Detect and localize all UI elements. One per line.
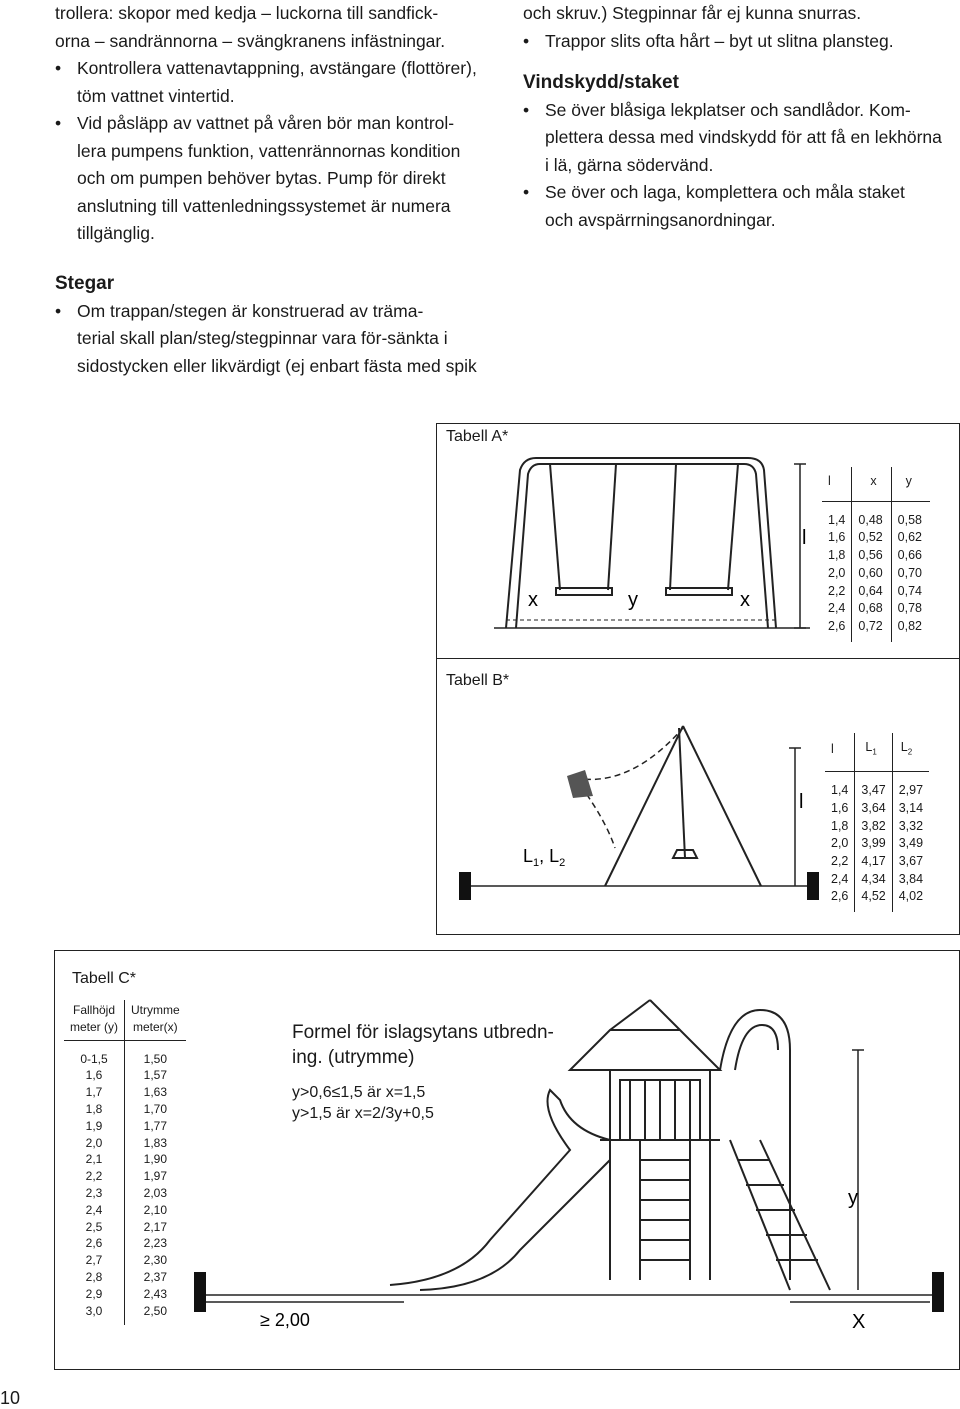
bullet-item: Se över blåsiga lekplatser och sandlådor… (523, 97, 953, 180)
stegar-section: Stegar Om trappan/stegen är konstruerad … (55, 270, 495, 380)
label-l: l (802, 527, 806, 549)
label-x: X (852, 1311, 865, 1333)
label-x-left: x (528, 589, 538, 611)
label-x-right: x (740, 589, 750, 611)
text-line: orna – sandrännorna – svängkranens infäs… (55, 30, 446, 51)
left-column: trollera: skopor med kedja – luckorna ti… (55, 0, 495, 248)
tabell-b-title: Tabell B* (446, 672, 510, 689)
text-line: och skruv.) Stegpinnar får ej kunna snur… (523, 3, 862, 23)
header-x: x (851, 467, 892, 502)
tabell-a-title: Tabell A* (446, 428, 509, 445)
header-l: l (825, 733, 855, 773)
bullet-item: Om trappan/stegen är konstruerad av träm… (55, 298, 495, 381)
text-line: trollera: skopor med kedja – luckorna ti… (55, 3, 439, 23)
swing-arc-diagram: L1, L2 l (459, 725, 819, 900)
play-structure-diagram: ≥ 2,00 y X (194, 999, 944, 1333)
divider (436, 658, 960, 659)
bullet-item: Kontrollera vattenavtappning, avstängare… (55, 55, 495, 110)
vindskydd-heading: Vindskydd/staket (523, 72, 679, 93)
label-y: y (848, 1187, 858, 1209)
formula-title: Formel för islagsytans utbredn- ing. (ut… (292, 1022, 554, 1068)
header-y: y (890, 467, 930, 502)
label-l: l (799, 791, 803, 813)
tabell-c-title: Tabell C* (72, 970, 137, 987)
bullet-item: Trappor slits ofta hårt – byt ut slitna … (523, 28, 953, 56)
label-min-distance: ≥ 2,00 (260, 1310, 310, 1330)
swing-set-diagram: x y x l (494, 457, 810, 629)
stegar-heading: Stegar (55, 273, 115, 294)
right-column: och skruv.) Stegpinnar får ej kunna snur… (523, 0, 953, 234)
label-l1-l2: L1, L2 (523, 846, 565, 869)
header-l1: L1 (854, 733, 893, 773)
header-l2: L2 (891, 733, 930, 773)
header-l: l (822, 467, 852, 502)
label-y: y (628, 589, 638, 611)
bullet-item: Vid påsläpp av vattnet på våren bör man … (55, 110, 495, 248)
formula-lines: y>0,6≤1,5 är x=1,5 y>1,5 är x=2/3y+0,5 (292, 1084, 434, 1122)
page-number: 10 (0, 1388, 21, 1408)
bullet-item: Se över och laga, komplettera och måla s… (523, 179, 953, 234)
